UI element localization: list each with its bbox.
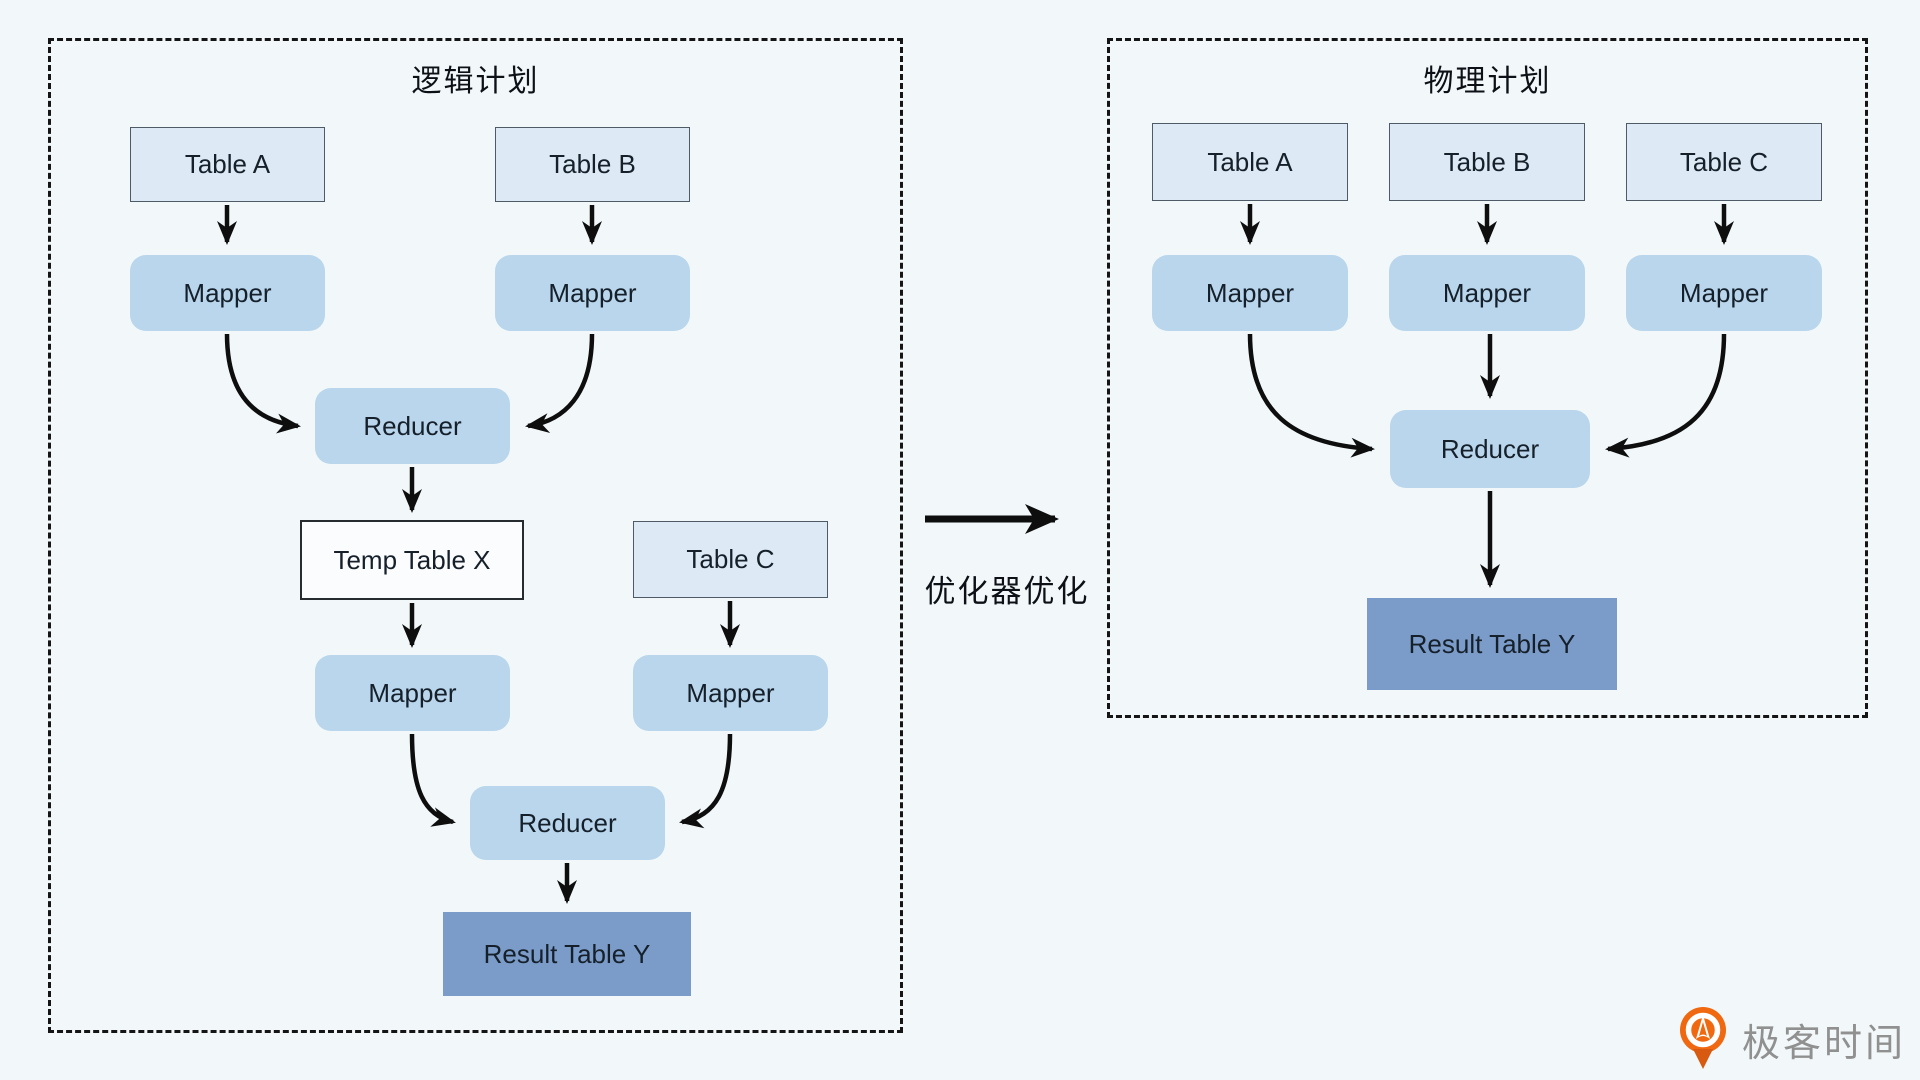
geektime-logo-text: 极客时间 — [1742, 1022, 1907, 1065]
logical-mapper-c-node: Mapper — [633, 655, 828, 731]
physical-reducer-node: Reducer — [1390, 410, 1590, 488]
logical-table-c-node: Table C — [633, 521, 828, 598]
geektime-logo: 极客时间 — [1678, 1003, 1906, 1075]
logical-table-a-node: Table A — [130, 127, 325, 202]
physical-plan-panel — [1107, 38, 1868, 718]
physical-result-table-y-node: Result Table Y — [1367, 598, 1617, 690]
physical-mapper-b-node: Mapper — [1389, 255, 1585, 331]
logical-plan-title: 逻辑计划 — [411, 65, 540, 98]
physical-table-b-node: Table B — [1389, 123, 1585, 201]
physical-table-c-node: Table C — [1626, 123, 1822, 201]
physical-mapper-c-node: Mapper — [1626, 255, 1822, 331]
logical-mapper-b-node: Mapper — [495, 255, 690, 331]
logical-temp-table-x-node: Temp Table X — [300, 520, 524, 600]
logical-mapper-x-node: Mapper — [315, 655, 510, 731]
physical-table-a-node: Table A — [1152, 123, 1348, 201]
logical-join-reducer-node: Reducer — [315, 388, 510, 464]
physical-mapper-a-node: Mapper — [1152, 255, 1348, 331]
logical-mapper-a-node: Mapper — [130, 255, 325, 331]
logical-final-reducer-node: Reducer — [470, 786, 665, 860]
logical-table-b-node: Table B — [495, 127, 690, 202]
geektime-logo-icon — [1680, 1007, 1726, 1069]
logical-plan-panel — [48, 38, 903, 1033]
physical-plan-title: 物理计划 — [1423, 65, 1552, 98]
logical-result-table-y-node: Result Table Y — [443, 912, 691, 996]
optimizer-transform-label: 优化器优化 — [924, 574, 1090, 609]
